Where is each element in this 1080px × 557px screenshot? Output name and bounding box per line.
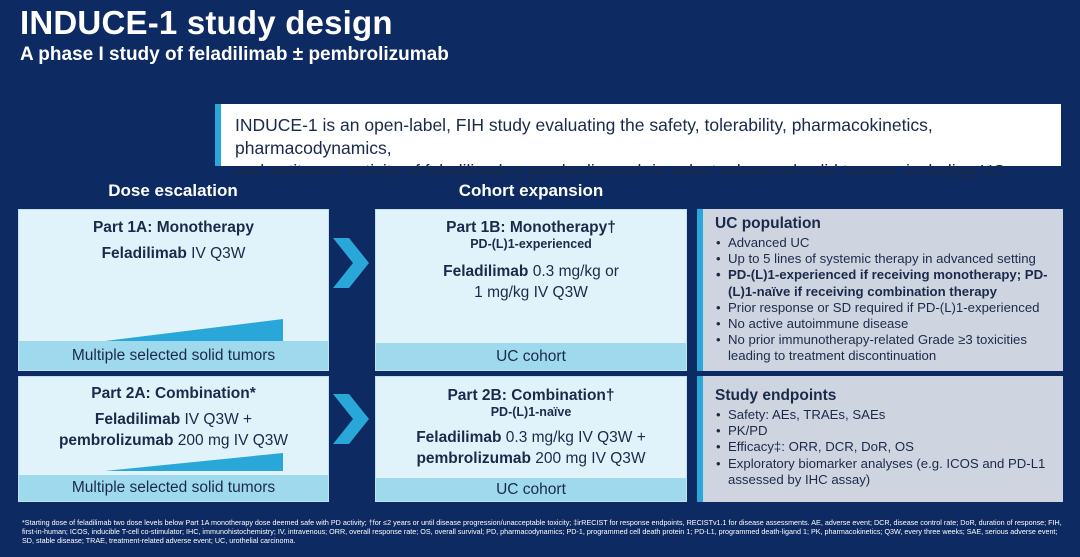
part-1b-regimen-1: Feladilimab 0.3 mg/kg or [443, 263, 619, 280]
uc-population-title: UC population [715, 215, 821, 232]
uc-population-list: Advanced UC Up to 5 lines of systemic th… [715, 235, 1063, 365]
part-1b-box: Part 1B: Monotherapy† PD-(L)1-experience… [375, 209, 687, 371]
intro-line-1: INDUCE-1 is an open-label, FIH study eva… [235, 115, 933, 158]
part-2b-title: Part 2B: Combination† [447, 387, 615, 404]
dose-ramp-icon [105, 453, 283, 471]
list-item: PD-(L)1-experienced if receiving monothe… [715, 267, 1063, 299]
list-item: No active autoimmune disease [715, 316, 1063, 332]
slide-title: INDUCE-1 study design [20, 4, 393, 41]
part-2a-regimen-2: pembrolizumab 200 mg IV Q3W [58, 432, 289, 449]
study-endpoints-box: Study endpoints Safety: AEs, TRAEs, SAEs… [697, 376, 1063, 502]
part-1a-drug: Feladilimab [101, 245, 187, 262]
part-2a-drug-2: pembrolizumab [58, 432, 174, 449]
part-2b-drug-1: Feladilimab [416, 429, 502, 446]
list-item: Up to 5 lines of systemic therapy in adv… [715, 251, 1063, 267]
list-item: No prior immunotherapy-related Grade ≥3 … [715, 332, 1063, 364]
part-2b-drug-2: pembrolizumab [416, 450, 531, 467]
study-endpoints-title: Study endpoints [715, 387, 837, 404]
chevron-right-icon [333, 238, 369, 288]
part-1b-title: Part 1B: Monotherapy† [446, 219, 616, 236]
list-item: Prior response or SD required if PD-(L)1… [715, 300, 1063, 316]
part-2a-drug-1: Feladilimab [94, 411, 181, 428]
part-2b-regimen-1: Feladilimab 0.3 mg/kg IV Q3W + [416, 429, 646, 446]
part-1a-title: Part 1A: Monotherapy [92, 219, 255, 236]
part-2b-subtitle: PD-(L)1-naïve [490, 405, 572, 419]
list-item: Advanced UC [715, 235, 1063, 251]
part-1b-footer: UC cohort [376, 343, 686, 370]
part-1a-box: Part 1A: Monotherapy Feladilimab IV Q3W … [18, 209, 329, 371]
cohort-expansion-heading: Cohort expansion [458, 181, 604, 200]
part-2a-footer: Multiple selected solid tumors [19, 475, 328, 501]
dose-ramp-icon [105, 319, 283, 341]
list-item: PK/PD [715, 423, 1063, 439]
uc-population-box: UC population Advanced UC Up to 5 lines … [697, 209, 1063, 371]
list-item: Safety: AEs, TRAEs, SAEs [715, 407, 1063, 423]
part-2a-title: Part 2A: Combination* [91, 385, 256, 402]
intro-box: INDUCE-1 is an open-label, FIH study eva… [215, 104, 1061, 181]
list-item: Efficacy‡: ORR, DCR, DoR, OS [715, 439, 1063, 455]
part-1b-subtitle: PD-(L)1-experienced [470, 237, 592, 251]
part-1a-dose: IV Q3W [186, 245, 246, 262]
footnote: *Starting dose of feladilimab two dose l… [22, 518, 1062, 545]
dose-escalation-heading: Dose escalation [108, 181, 238, 200]
part-1a-regimen: Feladilimab IV Q3W [19, 243, 328, 264]
chevron-right-icon [333, 394, 369, 444]
slide-subtitle: A phase I study of feladilimab ± pembrol… [20, 44, 449, 65]
intro-line-2: and antitumor activity of feladilimab ± … [235, 161, 1006, 181]
part-1b-regimen-2: 1 mg/kg IV Q3W [474, 284, 588, 301]
part-2b-box: Part 2B: Combination† PD-(L)1-naïve Fela… [375, 376, 687, 502]
part-2a-regimen-1: Feladilimab IV Q3W + [94, 411, 253, 428]
part-1a-footer: Multiple selected solid tumors [19, 341, 328, 370]
part-1b-drug: Feladilimab [443, 263, 529, 280]
part-2a-box: Part 2A: Combination* Feladilimab IV Q3W… [18, 376, 329, 502]
part-2b-footer: UC cohort [376, 478, 686, 501]
part-2b-regimen-2: pembrolizumab 200 mg IV Q3W [416, 450, 646, 467]
list-item: Exploratory biomarker analyses (e.g. ICO… [715, 456, 1063, 488]
study-endpoints-list: Safety: AEs, TRAEs, SAEs PK/PD Efficacy‡… [715, 407, 1063, 488]
